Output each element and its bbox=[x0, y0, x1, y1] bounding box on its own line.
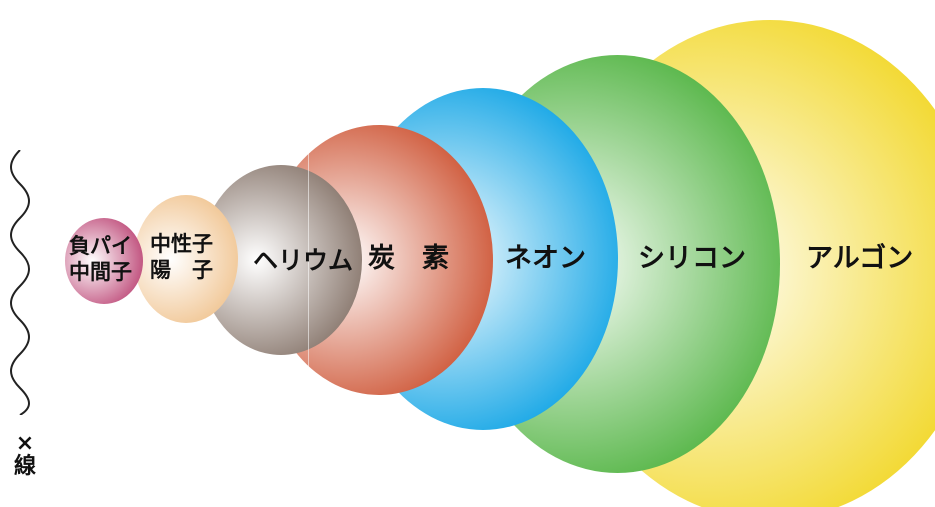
carbon-label: 炭 素 bbox=[368, 243, 449, 274]
xray-label-line2: 線 bbox=[13, 454, 36, 480]
pion-muon-label: 負パイ 中間子 bbox=[69, 235, 132, 283]
helium-label: ヘリウム bbox=[253, 246, 354, 275]
negative-pion-label: 負パイ bbox=[69, 234, 132, 258]
xray-wave-icon bbox=[10, 150, 30, 415]
xray-label-line1: × bbox=[15, 431, 35, 456]
proton-label: 陽 子 bbox=[150, 258, 213, 283]
neutron-label: 中性子 bbox=[150, 232, 213, 256]
divider-line bbox=[308, 135, 309, 385]
neutron-proton-label: 中性子 陽 子 bbox=[150, 233, 213, 281]
neon-label: ネオン bbox=[505, 243, 586, 274]
silicon-label: シリコン bbox=[638, 243, 746, 274]
xray-label: × 線 bbox=[12, 432, 38, 478]
meson-label: 中間子 bbox=[69, 260, 132, 285]
neutron-proton-circle bbox=[134, 195, 238, 323]
pion-muon-circle bbox=[65, 218, 143, 304]
argon-label: アルゴン bbox=[806, 243, 914, 274]
